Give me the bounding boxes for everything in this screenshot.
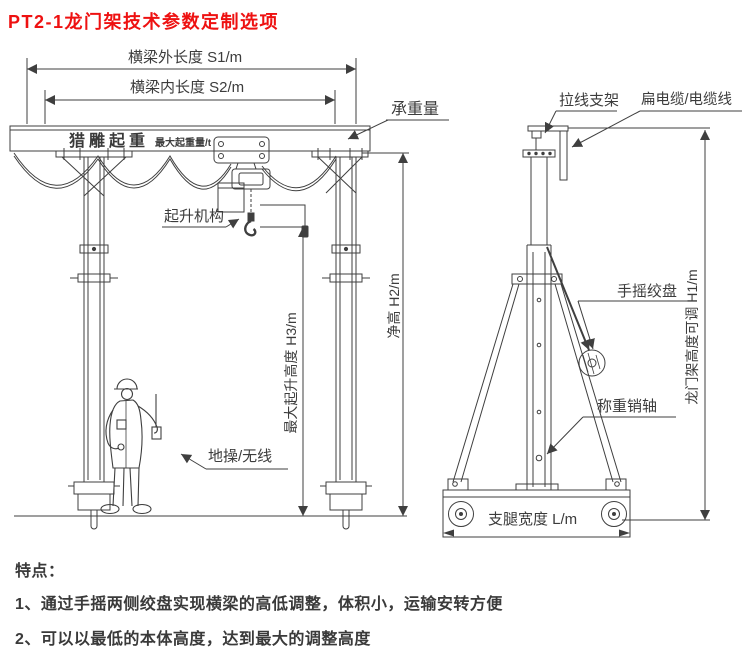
beam-length-dimensions [26, 58, 357, 124]
festoon-cable [13, 152, 337, 192]
front-view-leaders [162, 119, 449, 470]
cable-bracket [522, 125, 569, 181]
features-heading: 特点： [15, 563, 65, 580]
a-frame-braces [452, 283, 622, 483]
flat-cable-label: 扁电缆/电缆线 [641, 92, 733, 108]
beam-brand-text: 猎雕起重 [69, 133, 150, 150]
hand-winch-label: 手摇绞盘 [617, 283, 678, 300]
cable-bracket-label: 拉线支架 [559, 92, 620, 109]
dim-label-leg-width: 支腿宽度 L/m [488, 511, 578, 528]
height-dimensions [260, 152, 409, 516]
page-title: PT2-1龙门架技术参数定制选项 [8, 12, 280, 32]
dim-label-s1: 横梁外长度 S1/m [128, 49, 243, 66]
right-leg [320, 157, 372, 530]
caster-left [448, 501, 474, 527]
base-frame [442, 478, 631, 538]
dim-label-h3: 最大起升高度 H3/m [283, 312, 299, 434]
side-view-drawing [442, 110, 742, 538]
dim-label-h1: 龙门架高度可调 H1/m [684, 269, 700, 405]
operator-figure [100, 378, 162, 515]
weighing-pin-label: 称重销轴 [597, 398, 658, 415]
hoist-label: 起升机构 [164, 208, 225, 225]
beam-capacity-note: 最大起重量/t [155, 138, 212, 149]
feature-item-2: 2、可以以最低的本体高度，达到最大的调整高度 [15, 631, 371, 648]
side-view-leaders [544, 110, 742, 455]
side-column [511, 157, 563, 490]
remote-control-label: 地操/无线 [208, 448, 273, 465]
chain-hoist [213, 136, 309, 238]
hand-winch [546, 246, 606, 377]
h1-dimension [568, 127, 710, 521]
flat-cable-bar [559, 130, 568, 181]
left-leg [68, 157, 120, 530]
feature-item-1: 1、通过手摇两侧绞盘实现横梁的高低调整，体积小，运输安转方便 [15, 596, 503, 613]
caster-right [601, 501, 627, 527]
dim-label-s2: 横梁内长度 S2/m [130, 79, 245, 96]
main-beam [9, 125, 371, 197]
weighing-pin [535, 454, 543, 462]
load-capacity-label: 承重量 [391, 101, 440, 118]
dim-label-h2: 净高 H2/m [386, 273, 402, 339]
front-view-drawing [9, 58, 449, 530]
